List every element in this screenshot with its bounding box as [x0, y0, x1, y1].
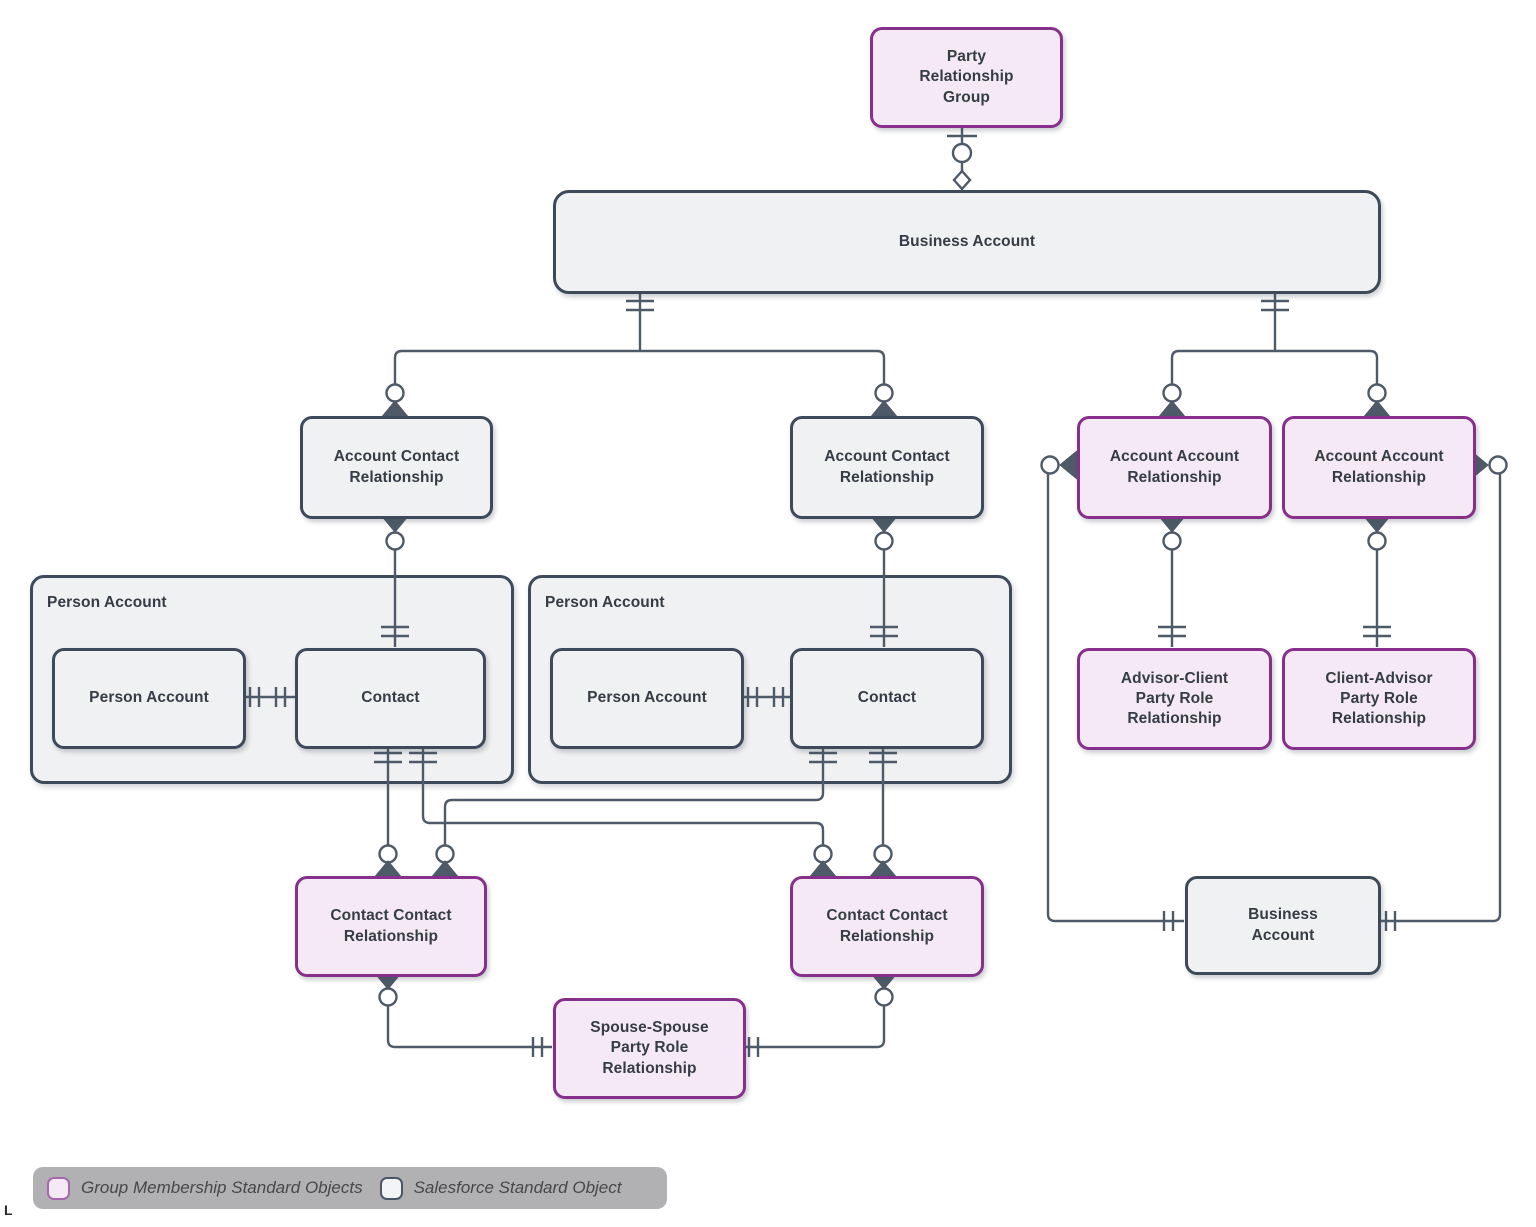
node-label: Account Account Relationship [1109, 448, 1240, 486]
connector-prg-business-account [947, 123, 977, 191]
node-business-account-top: Business Account [553, 190, 1381, 294]
cardinality-one-ticks [531, 1037, 544, 1057]
node-label: Party Relationship Group [919, 48, 1014, 106]
connector-ccr-left-spouse [372, 969, 552, 1057]
cardinality-diamond [952, 169, 972, 191]
legend-label: Salesforce Standard Object [413, 1178, 622, 1197]
node-contact-contact-relationship-right: Contact Contact Relationship [790, 876, 984, 977]
node-person-account-right: Person Account [550, 648, 744, 749]
node-label: Account Account Relationship [1314, 448, 1444, 486]
legend-swatch-purple [47, 1176, 70, 1200]
node-label: Contact Contact Relationship [826, 907, 948, 945]
cardinality-one-ticks [626, 299, 654, 312]
connector-aar-right-client-advisor [1361, 512, 1393, 647]
node-business-account-bottom: Business Account [1185, 876, 1381, 975]
cardinality-one-ticks [1363, 625, 1391, 638]
node-label: Person Account [587, 689, 707, 707]
node-label: Person Account [89, 689, 209, 707]
node-contact-contact-relationship-left: Contact Contact Relationship [295, 876, 487, 977]
legend-swatch-gray [379, 1176, 403, 1200]
node-spouse-spouse-party-role-relationship: Spouse-Spouse Party Role Relationship [553, 998, 746, 1099]
node-label: Business Account [898, 232, 1036, 250]
node-label: Business Account [1248, 906, 1318, 944]
node-account-contact-relationship-right: Account Contact Relationship [790, 416, 984, 519]
connector-aar-left-advisor-client [1156, 512, 1188, 647]
cardinality-one-ticks [1261, 299, 1289, 312]
connector-ccr-right-spouse [741, 969, 900, 1057]
node-label: Account Contact Relationship [333, 448, 460, 486]
legend: Group Membership Standard Objects Salesf… [33, 1167, 667, 1209]
node-contact-right: Contact [790, 648, 984, 749]
node-account-contact-relationship-left: Account Contact Relationship [300, 416, 493, 519]
node-person-account-left: Person Account [52, 648, 246, 749]
node-label: Account Contact Relationship [824, 448, 950, 486]
cardinality-zero-circle [951, 142, 973, 164]
cardinality-one-ticks [747, 1037, 760, 1057]
node-advisor-client-party-role-relationship: Advisor-Client Party Role Relationship [1077, 648, 1272, 750]
legend-label: Group Membership Standard Objects [81, 1178, 363, 1197]
node-label: Advisor-Client Party Role Relationship [1120, 669, 1229, 728]
cardinality-one-ticks [1158, 625, 1186, 638]
crow-foot [1059, 449, 1080, 481]
person-account-group-right-label: Person Account [545, 594, 665, 611]
node-label: Client-Advisor Party Role Relationship [1325, 669, 1433, 728]
cardinality-one-ticks [1384, 911, 1397, 931]
node-label: Contact [361, 689, 420, 707]
node-label: Contact [857, 689, 917, 707]
node-contact-left: Contact [295, 648, 486, 749]
legend-item-group-membership: Group Membership Standard Objects [47, 1176, 363, 1200]
node-label: Contact Contact Relationship [330, 907, 452, 945]
connector-ba-to-aars [1156, 290, 1393, 421]
node-party-relationship-group: Party Relationship Group [870, 27, 1063, 128]
legend-item-salesforce-standard: Salesforce Standard Object [379, 1176, 622, 1200]
node-account-account-relationship-right: Account Account Relationship [1282, 416, 1476, 519]
person-account-group-left-label: Person Account [47, 594, 167, 611]
cardinality-one-ticks [1162, 911, 1175, 931]
node-client-advisor-party-role-relationship: Client-Advisor Party Role Relationship [1282, 648, 1476, 750]
connector-ba-to-acrs [379, 290, 900, 421]
node-account-account-relationship-left: Account Account Relationship [1077, 416, 1272, 519]
node-label: Spouse-Spouse Party Role Relationship [590, 1019, 709, 1077]
stray-artifact: L [4, 1202, 13, 1218]
